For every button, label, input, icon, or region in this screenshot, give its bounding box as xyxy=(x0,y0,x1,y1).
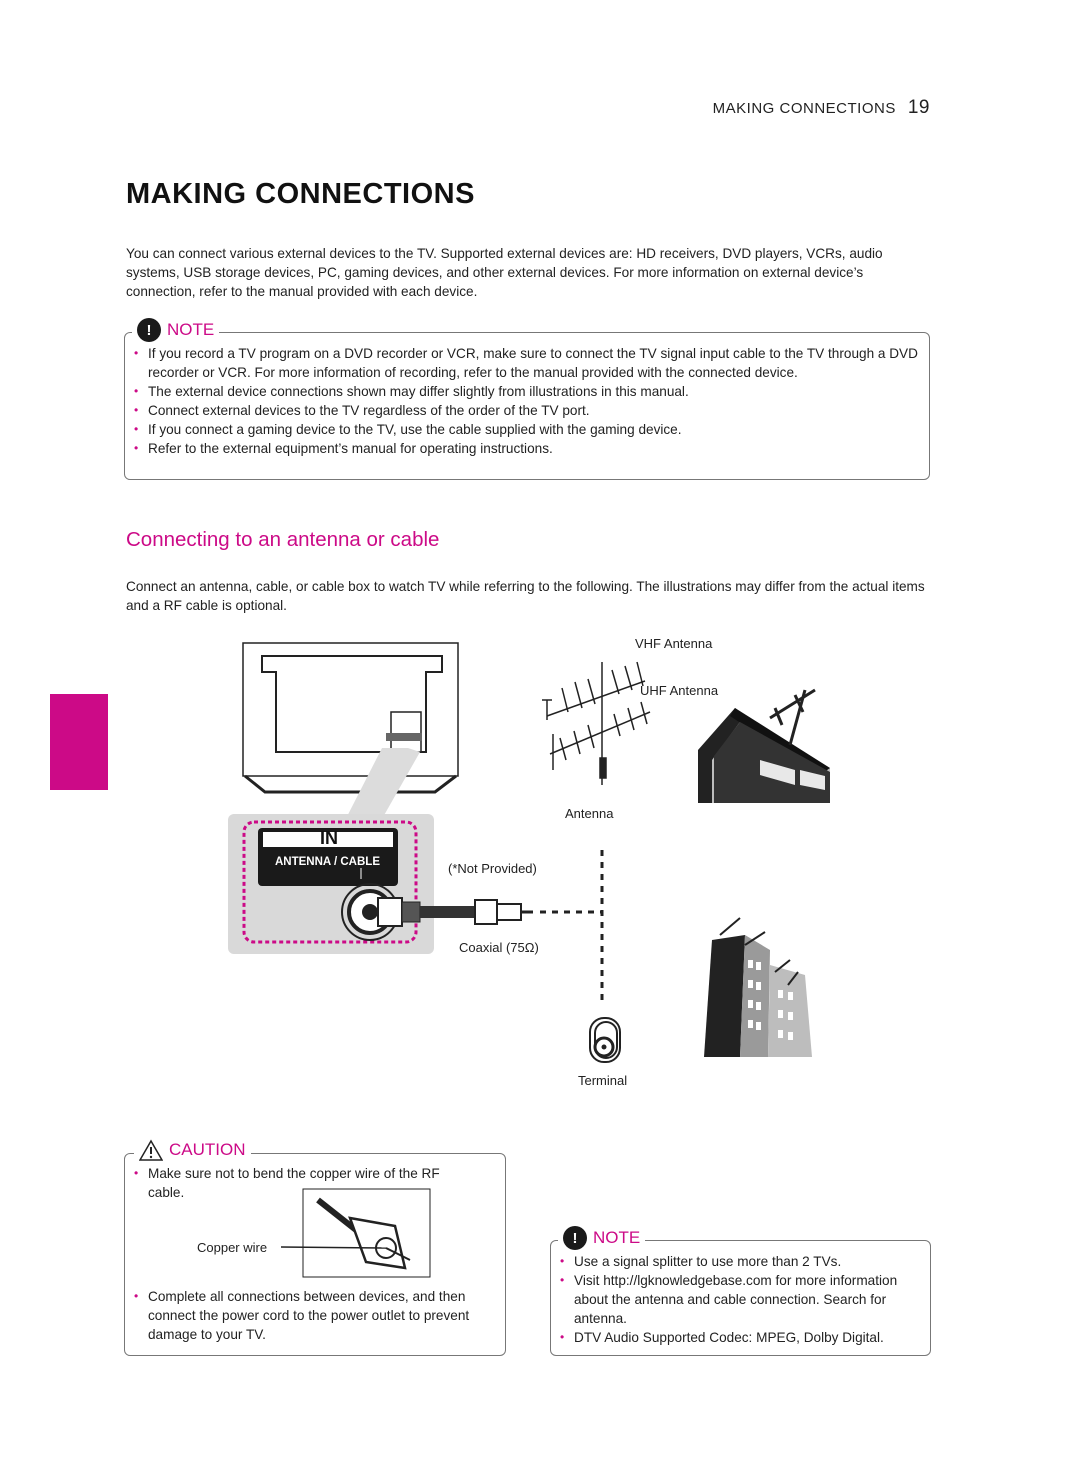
warning-triangle-icon xyxy=(139,1139,163,1161)
copper-wire-illustration xyxy=(280,1188,431,1278)
caution-item: Make sure not to bend the copper wire of… xyxy=(125,1164,465,1202)
apartment-building-illustration xyxy=(704,917,812,1057)
note-label-text: NOTE xyxy=(593,1228,641,1247)
note-item: If you record a TV program on a DVD reco… xyxy=(125,344,929,382)
terminal-label: Terminal xyxy=(578,1073,628,1088)
tv-back-illustration xyxy=(242,642,459,794)
note-item: The external device connections shown ma… xyxy=(125,382,929,401)
section-heading: Connecting to an antenna or cable xyxy=(126,528,440,551)
uhf-antenna-label: UHF Antenna xyxy=(640,683,719,698)
wall-terminal-illustration xyxy=(589,1017,621,1063)
note-item: Visit http://lgknowledgebase.com for mor… xyxy=(551,1271,911,1328)
copper-wire-label: Copper wire xyxy=(197,1240,268,1255)
page-title: MAKING CONNECTIONS xyxy=(126,178,475,210)
antenna-label: Antenna xyxy=(565,806,614,821)
vhf-uhf-antenna-illustration xyxy=(542,661,651,785)
exclamation-icon: ! xyxy=(563,1226,587,1250)
chapter-side-tab xyxy=(50,694,108,790)
house-illustration xyxy=(698,688,830,803)
note-item: Connect external devices to the TV regar… xyxy=(125,401,929,420)
exclamation-icon: ! xyxy=(137,318,161,342)
note-item: If you connect a gaming device to the TV… xyxy=(125,420,929,439)
note-box-general: If you record a TV program on a DVD reco… xyxy=(124,332,930,480)
port-name-label: ANTENNA / CABLE xyxy=(275,856,380,868)
section-intro-paragraph: Connect an antenna, cable, or cable box … xyxy=(126,579,925,613)
coaxial-label: Coaxial (75Ω) xyxy=(459,940,539,955)
port-in-label: IN xyxy=(320,828,338,848)
caution-label-text: CAUTION xyxy=(169,1140,246,1159)
rf-cable-illustration xyxy=(377,897,533,927)
vhf-antenna-label: VHF Antenna xyxy=(635,636,713,651)
running-header-section: MAKING CONNECTIONS xyxy=(712,100,896,117)
note-item: Refer to the external equipment’s manual… xyxy=(125,439,929,458)
note-label-text: NOTE xyxy=(167,320,215,339)
caution-box: Make sure not to bend the copper wire of… xyxy=(124,1153,506,1356)
note-label-antenna: ! NOTE xyxy=(558,1226,646,1250)
intro-paragraph: You can connect various external devices… xyxy=(126,246,883,299)
not-provided-label: (*Not Provided) xyxy=(448,861,537,876)
note-item: DTV Audio Supported Codec: MPEG, Dolby D… xyxy=(551,1328,911,1347)
note-box-antenna: Use a signal splitter to use more than 2… xyxy=(550,1240,931,1356)
caution-label: CAUTION xyxy=(134,1139,251,1161)
page-number: 19 xyxy=(907,97,930,118)
note-label-general: ! NOTE xyxy=(132,318,220,342)
caution-item: Complete all connections between devices… xyxy=(125,1287,471,1344)
connection-dashed-line xyxy=(540,850,604,1000)
running-header: MAKING CONNECTIONS 19 xyxy=(713,97,930,119)
note-item: Use a signal splitter to use more than 2… xyxy=(551,1252,911,1271)
